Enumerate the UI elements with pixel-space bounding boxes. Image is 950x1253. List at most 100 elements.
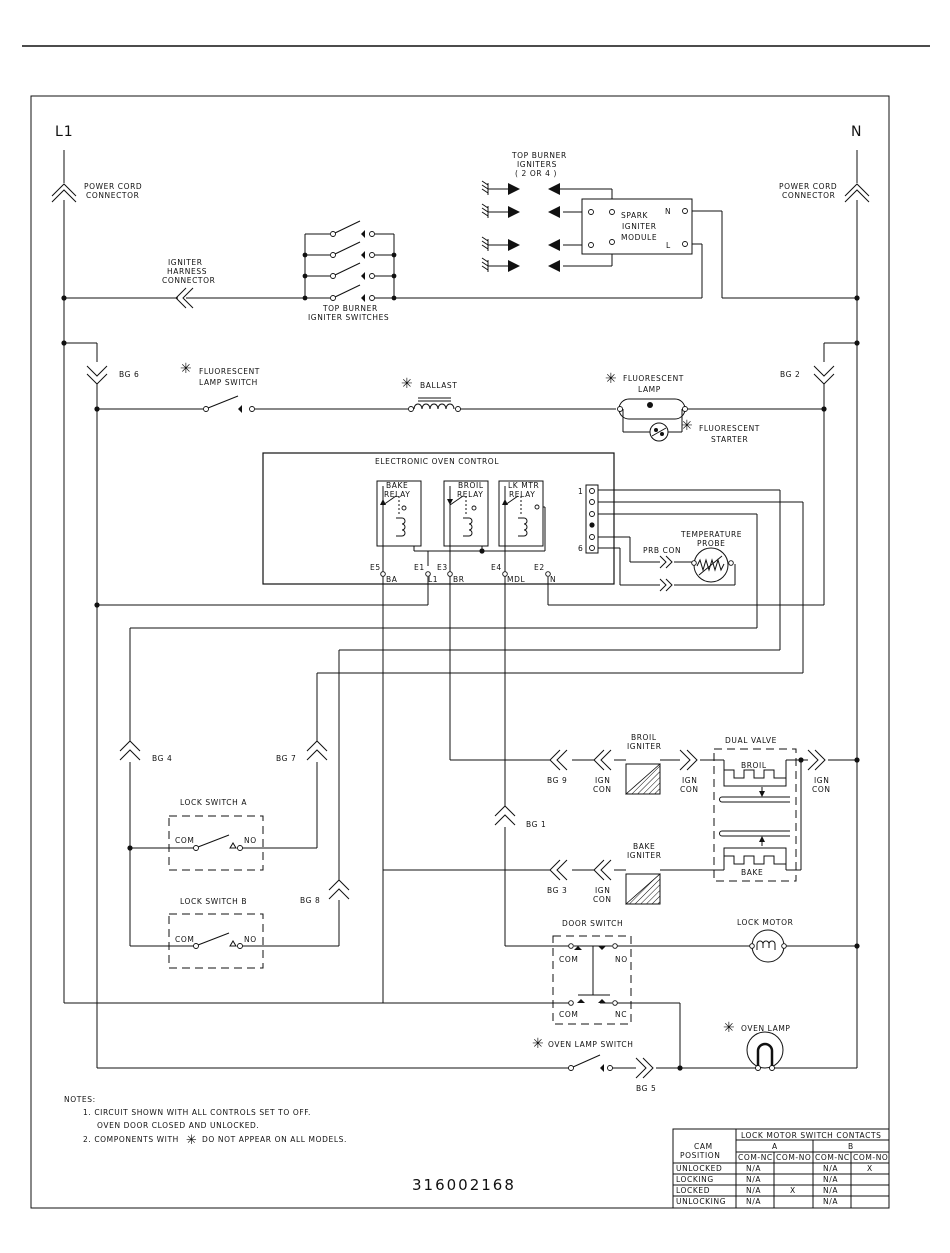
top-burner-igniter-switches — [304, 220, 395, 302]
broil-valve-label: BROIL — [741, 761, 767, 770]
table-sub-2: COM-NO — [776, 1153, 811, 1162]
lk-mtr-relay — [498, 480, 544, 547]
spark-module-label-2: IGNITER — [622, 222, 657, 231]
lock-motor — [749, 929, 787, 963]
table-cell: N/A — [823, 1197, 838, 1206]
top-burner-igniters-label-2: IGNITERS — [517, 160, 557, 169]
ign-con-broil-left — [593, 749, 612, 771]
signal-ba: BA — [386, 575, 398, 584]
ign-con-broil-right — [679, 749, 698, 771]
door-switch-label: DOOR SWITCH — [562, 919, 623, 928]
lk-mtr-relay-label-1: LK MTR — [508, 481, 539, 490]
power-cord-left-label-1: POWER CORD — [84, 182, 142, 191]
oven-lamp-label: OVEN LAMP — [741, 1024, 791, 1033]
bake-valve-label: BAKE — [741, 868, 763, 877]
ign-con-2a: IGN — [682, 776, 697, 785]
ign-con-4b: CON — [593, 895, 612, 904]
lock-switch-a-label: LOCK SWITCH A — [180, 798, 247, 807]
diagram-frame — [30, 95, 890, 1209]
notes-title: NOTES: — [64, 1095, 96, 1104]
bg1-connector — [494, 805, 516, 826]
bake-igniter — [624, 873, 661, 905]
prb-con-label: PRB CON — [643, 546, 681, 555]
power-cord-right-label-1: POWER CORD — [779, 182, 837, 191]
lock-motor-label: LOCK MOTOR — [737, 918, 793, 927]
fluor-starter-label-1: FLUORESCENT — [699, 424, 760, 433]
bake-igniter-label-1: BAKE — [633, 842, 655, 851]
bg6-connector — [86, 365, 108, 385]
table-cam-header-1: CAM — [694, 1142, 713, 1151]
broil-igniter-label-1: BROIL — [631, 733, 657, 742]
bg2-connector — [813, 365, 835, 385]
fluorescent-lamp — [617, 398, 688, 433]
broil-igniter — [624, 763, 661, 795]
signal-mdl: MDL — [507, 575, 525, 584]
lock-motor-contacts-table — [672, 1128, 890, 1209]
broil-igniter-label-2: IGNITER — [627, 742, 662, 751]
table-cell: X — [790, 1186, 796, 1195]
oven-lamp-switch — [568, 1054, 613, 1072]
bg8-connector — [328, 879, 350, 900]
terminal-e3: E3 — [437, 563, 448, 572]
table-cam-header-2: POSITION — [680, 1151, 721, 1160]
table-group-a: A — [772, 1142, 778, 1151]
table-cell: N/A — [746, 1197, 761, 1206]
bg7-label: BG 7 — [276, 754, 296, 763]
fluor-lamp-label-2: LAMP — [638, 385, 661, 394]
terminal-e1: E1 — [414, 563, 425, 572]
spark-module-label-3: MODULE — [621, 233, 657, 242]
top-burner-igniters — [481, 180, 563, 272]
power-cord-connector-left — [51, 183, 77, 203]
spark-module-label-1: SPARK — [621, 211, 649, 220]
asterisk-notes: ✳ — [186, 1133, 197, 1148]
asterisk-ballast: ✳ — [401, 376, 413, 392]
table-cell: N/A — [746, 1164, 761, 1173]
bg4-label: BG 4 — [152, 754, 172, 763]
lock-switch-b-com: COM — [175, 935, 194, 944]
bg5-connector — [635, 1057, 654, 1079]
module-n-terminal: N — [665, 207, 671, 216]
table-row-position: LOCKING — [676, 1175, 714, 1184]
prb-con-connector — [659, 555, 673, 592]
ign-con-3b: CON — [812, 785, 831, 794]
asterisk-fluor-switch: ✳ — [180, 361, 192, 377]
broil-relay — [443, 480, 489, 547]
signal-br: BR — [453, 575, 465, 584]
top-burner-switches-label-1: TOP BURNER — [322, 304, 378, 313]
table-cell: N/A — [746, 1186, 761, 1195]
bg2-label: BG 2 — [780, 370, 800, 379]
lock-switch-a — [193, 834, 243, 851]
notes-line-3b: DO NOT APPEAR ON ALL MODELS. — [202, 1135, 347, 1144]
fluor-lamp-label-1: FLUORESCENT — [623, 374, 684, 383]
fluor-lamp-switch-label-2: LAMP SWITCH — [199, 378, 258, 387]
oven-control-label: ELECTRONIC OVEN CONTROL — [375, 457, 499, 466]
door-switch-box — [552, 935, 632, 1025]
bg7-connector — [306, 740, 328, 761]
table-row-position: UNLOCKED — [676, 1164, 722, 1173]
ign-con-valve-right — [807, 749, 826, 771]
door-switch — [568, 943, 618, 1006]
bg1-label: BG 1 — [526, 820, 546, 829]
table-row-position: UNLOCKING — [676, 1197, 726, 1206]
broil-relay-label-1: BROIL — [458, 481, 484, 490]
n-label: N — [851, 124, 862, 140]
lock-switch-b-label: LOCK SWITCH B — [180, 897, 247, 906]
part-number: 316002168 — [412, 1176, 516, 1194]
table-cell: N/A — [746, 1175, 761, 1184]
door-switch-nc: NC — [615, 1010, 627, 1019]
asterisk-fluor-lamp: ✳ — [605, 371, 617, 387]
top-burner-switches-label-2: IGNITER SWITCHES — [308, 313, 389, 322]
ballast-label: BALLAST — [420, 381, 457, 390]
table-title: LOCK MOTOR SWITCH CONTACTS — [741, 1131, 882, 1140]
lk-mtr-relay-label-2: RELAY — [509, 490, 535, 499]
fluor-starter-label-2: STARTER — [711, 435, 748, 444]
module-l-terminal: L — [666, 241, 671, 250]
asterisk-oven-lamp-switch: ✳ — [532, 1036, 544, 1052]
fluorescent-starter — [649, 422, 669, 442]
igniter-harness-label-1: IGNITER — [168, 258, 203, 267]
power-cord-connector-right — [844, 183, 870, 203]
notes-line-2: OVEN DOOR CLOSED AND UNLOCKED. — [97, 1121, 259, 1130]
table-cell: N/A — [823, 1164, 838, 1173]
bake-relay — [376, 480, 422, 547]
table-cell: N/A — [823, 1186, 838, 1195]
